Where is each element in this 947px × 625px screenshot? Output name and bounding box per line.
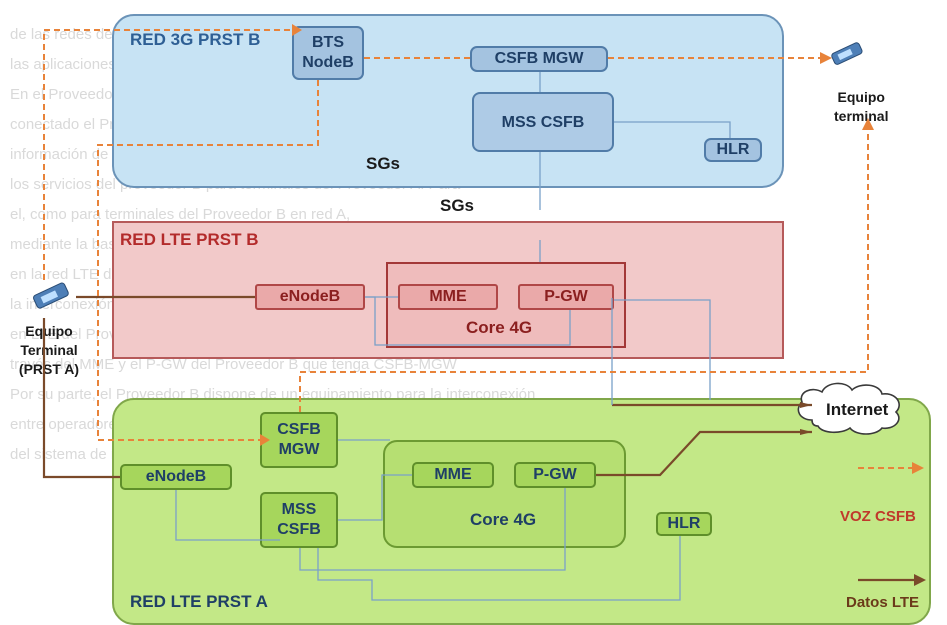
mss-csfb-a-box: MSS CSFB [260, 492, 338, 548]
region-title-red-3g: RED 3G PRST B [130, 30, 261, 49]
equipo-terminal-left-label: Equipo Terminal (PRST A) [18, 323, 80, 377]
region-title-red-lte-b: RED LTE PRST B [120, 230, 259, 249]
hlr-a-box: HLR [656, 512, 712, 536]
core-4g-a-label: Core 4G [470, 510, 537, 529]
legend-datos-lte: Datos LTE [846, 594, 920, 611]
pgw-b-box: P-GW [518, 284, 614, 310]
mme-b-box: MME [398, 284, 498, 310]
internet-label: Internet [826, 400, 889, 419]
hlr-b-box: HLR [704, 138, 762, 162]
sgs-label-3g: SGs [366, 154, 401, 173]
mss-csfb-b-label: MSS CSFB [501, 114, 585, 131]
core-4g-b-label: Core 4G [466, 318, 533, 337]
enodeb-a-box: eNodeB [120, 464, 232, 490]
csfb-mgw-a-box: CSFB MGW [260, 412, 338, 468]
csfb-mgw-b-box: CSFB MGW [470, 46, 608, 72]
bts-nodeb-box: BTS NodeB [292, 26, 364, 80]
mme-a-box: MME [412, 462, 494, 488]
core-4g-a-container [383, 440, 626, 548]
region-title-red-lte-a: RED LTE PRST A [130, 592, 268, 611]
sgs-label-between: SGs [440, 196, 475, 215]
pgw-a-box: P-GW [514, 462, 596, 488]
equipo-terminal-right-label: Equipo terminal [834, 89, 889, 124]
legend-voz-csfb: VOZ CSFB [840, 508, 916, 525]
enodeb-b-box: eNodeB [255, 284, 365, 310]
